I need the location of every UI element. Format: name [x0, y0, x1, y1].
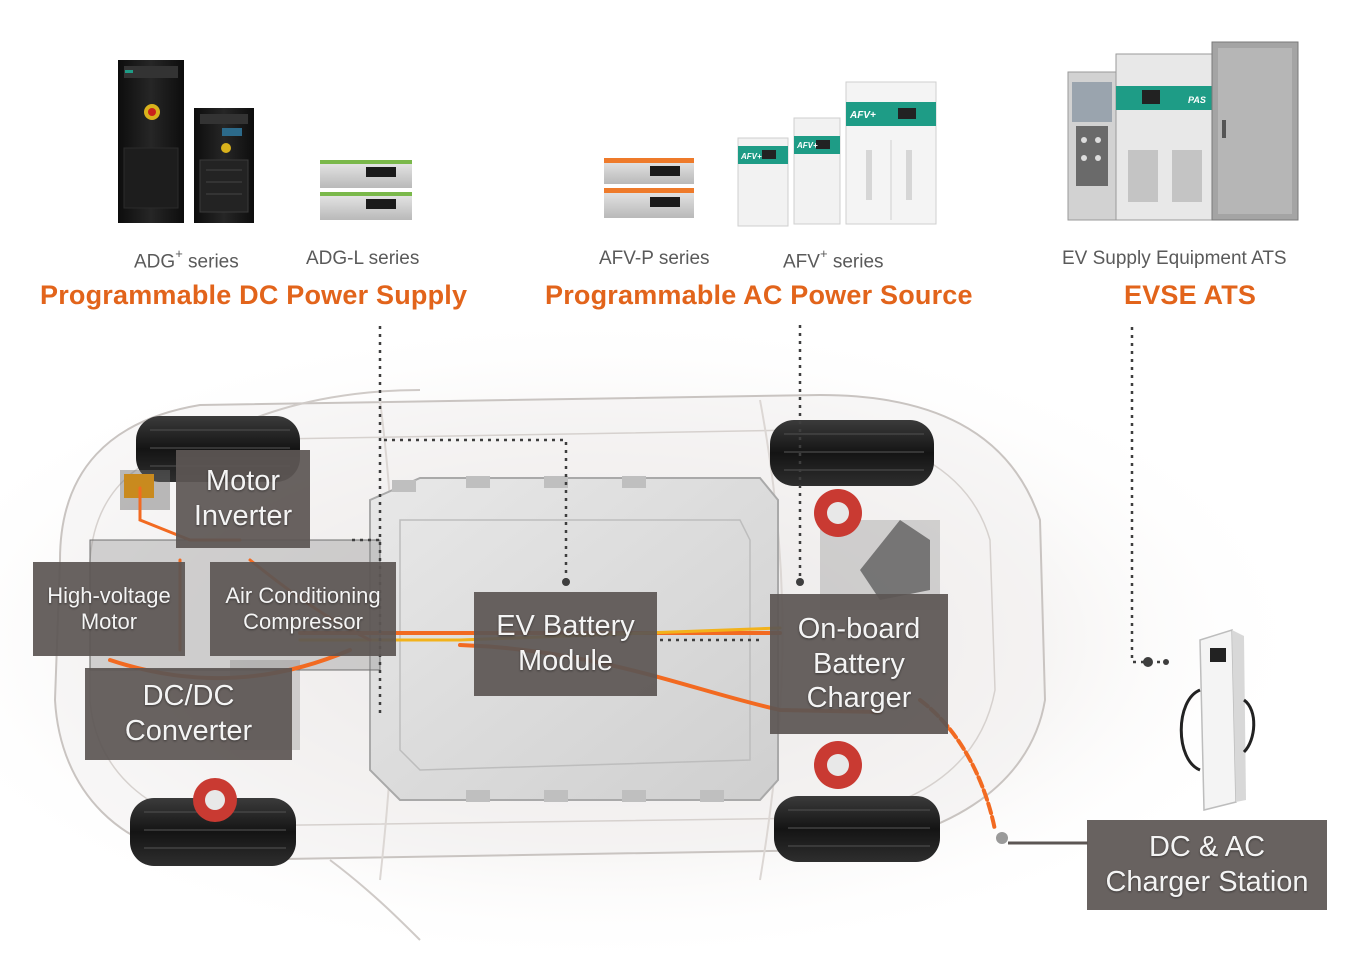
adg-plus-series-label: ADG+ series	[134, 246, 239, 273]
evse-ats-heading: EVSE ATS	[1124, 280, 1257, 310]
high-voltage-motor-label: High-voltage Motor	[33, 562, 185, 656]
charger-station-icon	[996, 628, 1256, 844]
pas-badge: PAS	[1188, 95, 1206, 105]
adg-l-series-label: ADG-L series	[306, 248, 420, 269]
dc-power-supply-heading: Programmable DC Power Supply	[40, 280, 468, 310]
afv-plus-device-icon	[737, 81, 937, 227]
air-conditioning-compressor-label: Air Conditioning Compressor	[210, 562, 396, 656]
evse-ats-device-icon	[1067, 41, 1299, 221]
afv-p-device-icon	[604, 158, 694, 218]
connector-dots	[562, 578, 1169, 667]
ac-power-source-heading: Programmable AC Power Source	[545, 280, 973, 310]
afv-plus-series-label: AFV+ series	[783, 246, 884, 273]
motor-inverter-label: Motor Inverter	[176, 450, 310, 548]
afv-big-badge: AFV+	[849, 110, 876, 121]
afv-mid-badge: AFV+	[796, 141, 818, 150]
afv-badges: AFV+ AFV+ AFV+	[740, 110, 876, 161]
ev-battery-module-label: EV Battery Module	[474, 592, 657, 696]
afv-p-series-label: AFV-P series	[599, 248, 710, 269]
adg-l-device-icon	[320, 160, 412, 220]
evse-equipment-label: EV Supply Equipment ATS	[1062, 248, 1287, 269]
adg-plus-device-icon	[118, 60, 254, 223]
on-board-battery-charger-label: On-board Battery Charger	[770, 594, 948, 734]
charger-station-label: DC & AC Charger Station	[1087, 820, 1327, 910]
afv-small-badge: AFV+	[740, 152, 762, 161]
dcdc-converter-label: DC/DC Converter	[85, 668, 292, 760]
